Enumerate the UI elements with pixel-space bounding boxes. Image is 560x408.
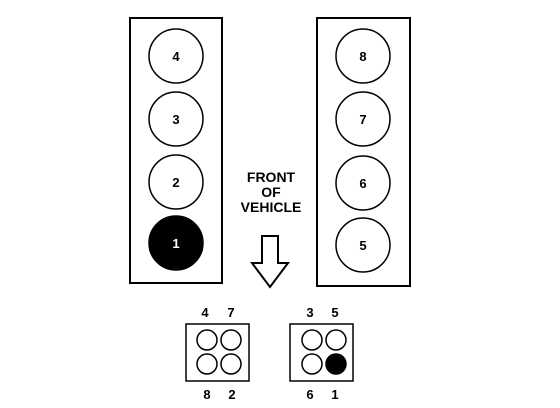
cylinder: 1 [148,215,204,271]
right-bank-outline [316,17,411,287]
left-cylinder-bank: 4 3 2 1 [129,17,223,284]
cylinder-circle [335,28,391,84]
front-label-line-2: OF [261,184,281,200]
cylinder: 2 [148,154,204,210]
cylinder-number: 3 [172,112,179,127]
cylinder-circle [148,28,204,84]
cylinder-circle [335,217,391,273]
cylinder-circle [335,91,391,147]
coil-label: 6 [306,387,313,402]
cylinder: 3 [148,91,204,147]
front-label-line-1: FRONT [247,169,296,185]
cylinder-circle-highlighted [148,215,204,271]
cylinder-number: 7 [359,112,366,127]
coil-terminal [325,329,347,351]
coil-label: 7 [227,305,234,320]
coil-label: 1 [331,387,338,402]
coil-label: 2 [228,387,235,402]
coil-pack-right: 3 5 6 1 [289,305,354,402]
cylinder-number: 5 [359,238,366,253]
cylinder: 8 [335,28,391,84]
coil-terminal [220,353,242,375]
cylinder: 4 [148,28,204,84]
coil-label: 4 [201,305,209,320]
coil-terminal [196,353,218,375]
arrow-down-outline-icon [250,235,290,289]
front-label-line-3: VEHICLE [241,199,302,215]
coil-label: 5 [331,305,338,320]
cylinder-number: 8 [359,49,366,64]
cylinder: 7 [335,91,391,147]
coil-terminal [301,329,323,351]
left-bank-outline [129,17,223,284]
cylinder-number: 1 [172,236,179,251]
coil-terminal [196,329,218,351]
coil-terminal [301,353,323,375]
coil-terminal [220,329,242,351]
front-of-vehicle-label: FRONT OF VEHICLE [241,169,302,215]
coil-label: 3 [306,305,313,320]
coil-pack-left: 4 7 8 2 [185,305,250,402]
cylinder-number: 4 [172,49,180,64]
cylinder-number: 2 [172,175,179,190]
coil-pack-right-outline [289,323,354,382]
cylinder: 5 [335,217,391,273]
coil-label: 8 [203,387,210,402]
cylinder-circle [148,91,204,147]
cylinder: 6 [335,155,391,211]
cylinder-circle [335,155,391,211]
cylinder-circle [148,154,204,210]
right-cylinder-bank: 8 7 6 5 [316,17,411,287]
cylinder-number: 6 [359,176,366,191]
coil-terminal-highlighted [325,353,347,375]
coil-pack-left-outline [185,323,250,382]
